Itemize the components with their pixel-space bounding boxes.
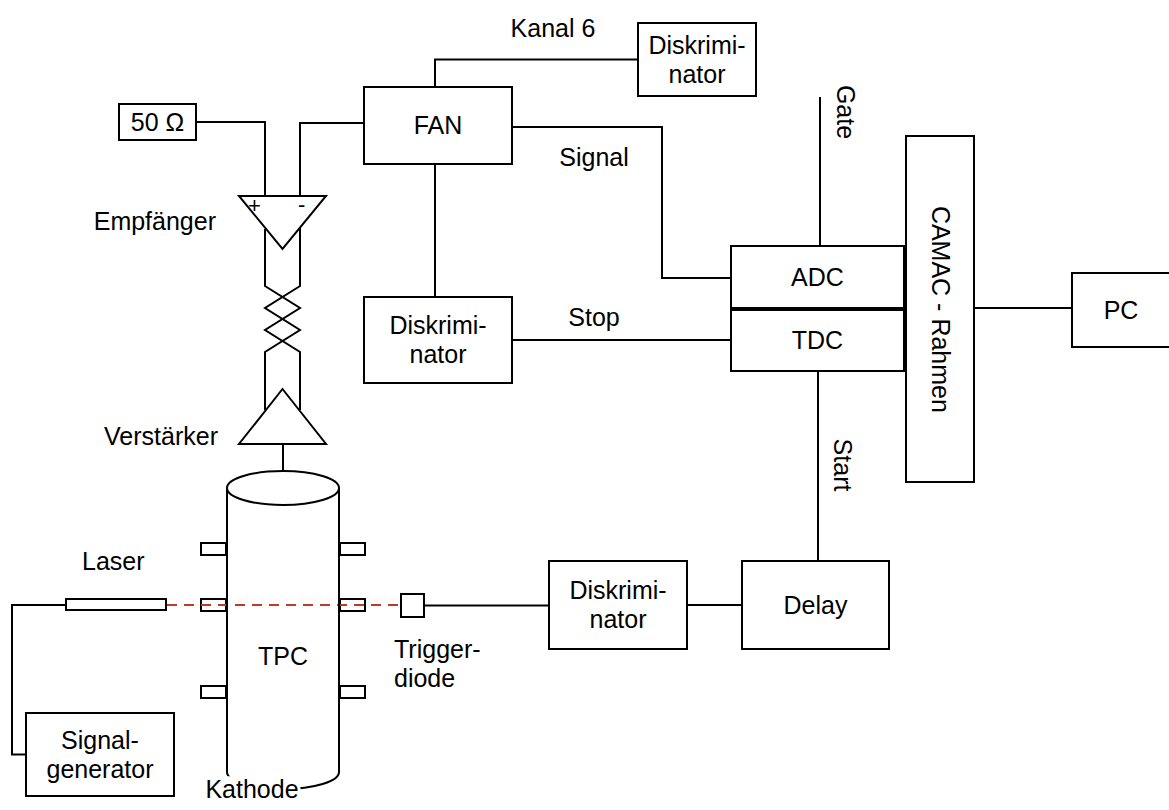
discriminator-box: Diskrimi- nator (548, 560, 688, 650)
delay-box: Delay (741, 560, 890, 650)
node-heading: Trigger- diode (394, 635, 494, 693)
part-label: Kathode (203, 776, 300, 804)
signal-cable (282, 445, 284, 470)
signal-cable (817, 372, 819, 560)
node-label: Diskrimi- nator (369, 311, 507, 369)
tpc-port (340, 543, 365, 555)
signal-name: Gate (831, 83, 859, 141)
node-label: FAN (414, 111, 463, 140)
signal-name: Start (828, 437, 856, 494)
tpc-cylinder-outline (226, 470, 340, 790)
terminator-box: 50 Ω (118, 103, 197, 141)
signal-name: Stop (566, 304, 621, 332)
pc-box: PC (1071, 272, 1169, 348)
twisted-pair-wire (265, 229, 300, 410)
cylinder-top (227, 471, 339, 505)
node-label: ADC (791, 263, 844, 292)
node-label: PC (1104, 296, 1139, 325)
signal-cable (513, 339, 730, 341)
node-heading: Verstärker (104, 422, 218, 451)
laser-beam (167, 604, 400, 606)
node-label: TDC (792, 326, 843, 355)
triangle-outline (239, 389, 326, 444)
signal-cable (819, 97, 821, 245)
signal-name: Signal (557, 144, 631, 172)
cylinder-body (227, 488, 339, 789)
trigger-diode: Trigger- diode (400, 593, 425, 618)
tpc-port (201, 686, 226, 698)
tpc-cylinder: TPC (226, 470, 340, 790)
discriminator-box: Diskrimi- nator (637, 22, 757, 97)
receiver-triangle: Empfänger+- (238, 195, 327, 250)
node-label: Delay (784, 591, 848, 620)
node-heading: Laser (82, 547, 145, 576)
tpc-port (201, 543, 226, 555)
tpc-port (340, 686, 365, 698)
generator-box: Signal- generator (25, 712, 175, 797)
node-label: Diskrimi- nator (643, 31, 751, 89)
tdc-box: TDC (730, 309, 905, 372)
node-label: CAMAC - Rahmen (926, 206, 955, 413)
adc-box: ADC (730, 245, 905, 309)
signal-cable (688, 604, 741, 606)
node-heading: - (298, 192, 305, 217)
fan-box: FAN (363, 86, 513, 165)
crate-box: CAMAC - Rahmen (905, 135, 975, 483)
signal-cable (975, 307, 1071, 309)
signal-cable (197, 122, 265, 195)
signal-name: Kanal 6 (509, 15, 598, 43)
amplifier-triangle-outline (238, 388, 327, 445)
node-label: Signal- generator (31, 726, 169, 784)
node-label: Diskrimi- nator (554, 576, 682, 634)
signal-cable (434, 165, 436, 296)
signal-cable (300, 123, 363, 195)
signal-cable (425, 605, 548, 607)
discriminator-box: Diskrimi- nator (363, 296, 513, 384)
signal-cable (513, 127, 730, 278)
node-heading: + (248, 193, 261, 218)
laser-body: Laser (65, 598, 167, 611)
node-heading: TPC (258, 642, 308, 671)
signal-cable (435, 60, 637, 87)
node-label: 50 Ω (131, 108, 184, 137)
signal-cable (265, 228, 300, 410)
amplifier-triangle: Verstärker (238, 388, 327, 445)
node-heading: Empfänger (94, 207, 216, 236)
